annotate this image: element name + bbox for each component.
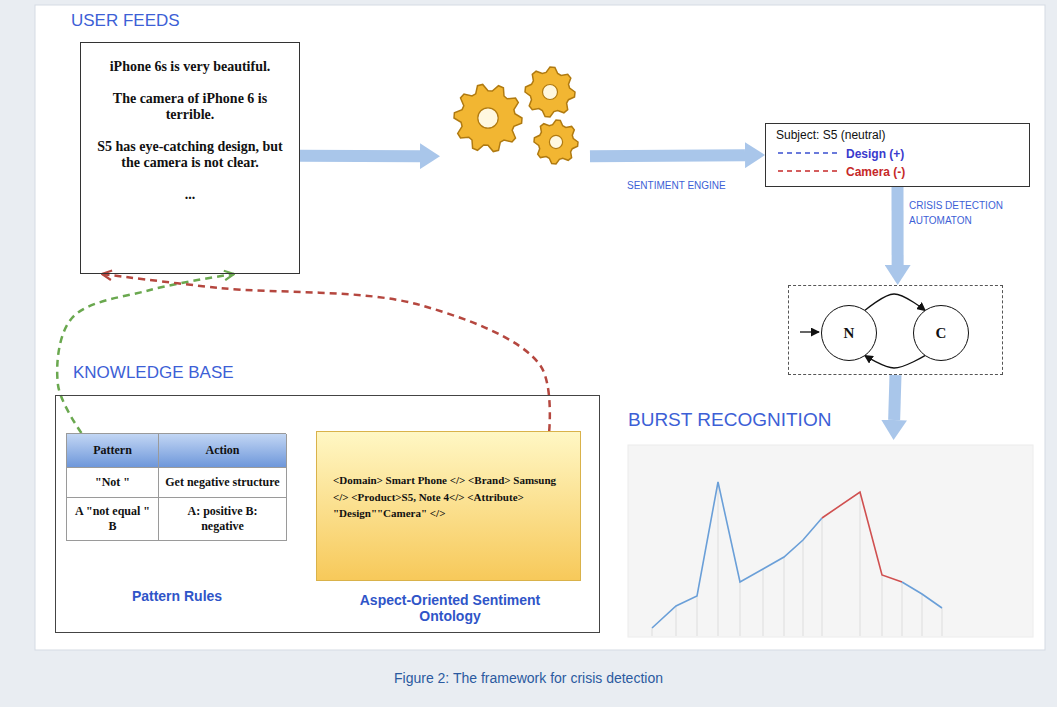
- automaton-box: CRISIS DETECTION AUTOMATONNC: [788, 285, 1003, 375]
- chart-gridline: [740, 582, 741, 636]
- chart-gridline: [860, 492, 861, 636]
- transition-arc: [865, 355, 926, 368]
- design-dash-line: [778, 152, 838, 154]
- feed-text: ...: [91, 187, 289, 203]
- ontology-title: Aspect-Oriented Sentiment Ontology: [345, 592, 555, 624]
- feed-text: iPhone 6s is very beautiful.: [91, 59, 289, 75]
- aspect-text: Camera (-): [846, 165, 905, 179]
- section-heading: KNOWLEDGE BASE: [73, 363, 293, 383]
- chart-gridline: [718, 482, 719, 636]
- subject-text: Subject: S5 (neutral): [776, 128, 885, 142]
- feed-box: USER FEEDSiPhone 6s is very beautiful.Th…: [80, 42, 300, 274]
- state-label: N: [844, 325, 855, 342]
- gear-icon: [454, 67, 578, 164]
- gear-shape: [525, 67, 575, 117]
- gear-hole: [543, 85, 558, 100]
- state-label: C: [936, 325, 947, 342]
- flow-arrow: [590, 155, 745, 156]
- chart-gridline: [652, 628, 653, 636]
- table-header: Action: [159, 434, 287, 468]
- chart-gridline: [942, 608, 943, 636]
- knowledge-base-box: KNOWLEDGE BASEPatternAction"Not "Get neg…: [55, 395, 600, 633]
- chart-lines: [652, 482, 942, 628]
- chart-gridline: [697, 596, 698, 636]
- state-circle: N: [821, 305, 877, 361]
- engine-label: SENTIMENT ENGINE: [627, 180, 747, 191]
- flow-arrow: [300, 150, 420, 162]
- chart-grid: [652, 482, 942, 636]
- chart-gridline: [676, 606, 677, 636]
- table-title: Pattern Rules: [67, 588, 287, 604]
- ontology-box: <Domain> Smart Phone </> <Brand> Samsung…: [316, 431, 581, 581]
- table-cell: Get negative structure: [159, 468, 287, 498]
- gear-hole: [478, 108, 498, 128]
- feed-text: S5 has eye-catching design, but the came…: [91, 139, 289, 171]
- white-panel: [35, 5, 1045, 650]
- section-heading: USER FEEDS: [71, 11, 271, 31]
- chart-gridline: [784, 557, 785, 636]
- table-cell: A: positive B: negative: [159, 498, 287, 541]
- aspect-text: Design (+): [846, 147, 904, 161]
- camera-dash-line: [778, 170, 838, 172]
- start-arrow: [800, 331, 819, 332]
- chart-line: [652, 482, 822, 628]
- flow-arrow: [894, 375, 895, 420]
- feed-text: The camera of iPhone 6 is terrible.: [91, 91, 289, 123]
- section-heading: BURST RECOGNITION: [628, 409, 868, 431]
- table-cell: "Not ": [67, 468, 159, 498]
- chart-gridline: [763, 569, 764, 636]
- automaton-label: CRISIS DETECTION AUTOMATON: [909, 198, 1021, 228]
- chart-ground: [628, 445, 1033, 637]
- sentiment-engine: SENTIMENT ENGINE: [440, 68, 590, 166]
- gear-hole: [549, 135, 562, 148]
- result-box: Subject: S5 (neutral) Design (+) Camera (-…: [765, 123, 1030, 187]
- chart-gridline: [902, 582, 903, 636]
- table-header: Pattern: [67, 434, 159, 468]
- chart-gridline: [922, 594, 923, 636]
- state-circle: C: [913, 305, 969, 361]
- chart-gridline: [803, 540, 804, 636]
- burst-chart: BURST RECOGNITION: [625, 440, 1035, 635]
- transition-arc: [865, 294, 926, 311]
- figure-caption: Figure 2: The framework for crisis detec…: [0, 670, 1057, 686]
- burst-line: [822, 492, 902, 582]
- ontology-link: [102, 274, 550, 431]
- chart-line: [902, 582, 942, 608]
- flow-arrow: [892, 187, 904, 265]
- pattern-table: PatternAction"Not "Get negative structur…: [66, 433, 286, 541]
- chart-gridline: [822, 518, 823, 636]
- table-cell: A "not equal " B: [67, 498, 159, 541]
- rule-link: [57, 274, 234, 433]
- gear-shape: [534, 120, 578, 164]
- chart-gridline: [882, 575, 883, 636]
- ontology-text: <Domain> Smart Phone </> <Brand> Samsung…: [333, 472, 564, 522]
- gear-shape: [454, 84, 522, 151]
